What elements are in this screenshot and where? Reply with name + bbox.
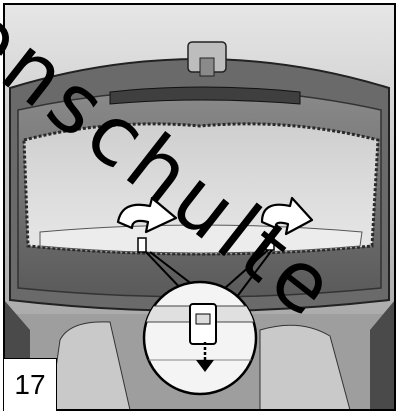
step-number: 17 [14,369,45,401]
latch-bracket [188,42,226,76]
glass-lower-band [40,225,362,253]
detail-callout [144,282,256,394]
left-clip [138,238,146,252]
step-number-badge: 17 [4,358,57,411]
right-clip [266,236,274,250]
